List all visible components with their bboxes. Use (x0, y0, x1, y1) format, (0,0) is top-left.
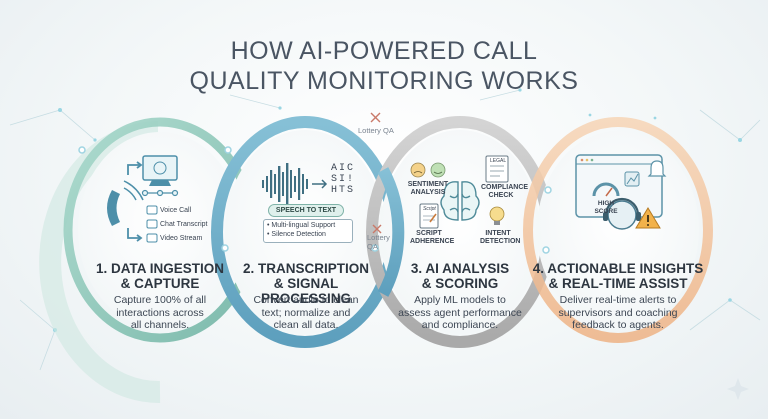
brain-icon (440, 181, 480, 221)
feature-box: • Multi-lingual Support • Silence Detect… (263, 219, 353, 243)
feature-multilingual: • Multi-lingual Support (267, 222, 336, 229)
step-2-icons (262, 163, 328, 205)
watermark-1: Lottery QA (358, 126, 394, 135)
flow-arrow-icon (127, 161, 143, 242)
lightbulb-icon (489, 206, 505, 225)
speech-to-text-badge: SPEECH TO TEXT (268, 204, 344, 217)
script-document-icon (419, 203, 439, 229)
step-4-icons (575, 154, 667, 230)
background-dots (53, 88, 742, 332)
intent-detection-label: INTENT DETECTION (480, 230, 521, 245)
title-line-1: HOW AI-POWERED CALL (230, 37, 538, 65)
step-3-icons (410, 155, 509, 229)
network-icon (141, 189, 179, 197)
step-2-title: 2. TRANSCRIPTION& SIGNAL PROCESSING (242, 261, 369, 306)
sentiment-faces-icon (410, 162, 446, 178)
feature-silence-detection: • Silence Detection (267, 231, 326, 238)
channel-video-stream: Video Stream (160, 235, 203, 242)
watermark-2: Lottery QA (367, 233, 390, 251)
step-3-title: 3. AI ANALYSIS& SCORING (410, 261, 510, 291)
connection-nodes (78, 146, 552, 254)
link-mark-icon (370, 112, 382, 234)
step-1-title: 1. DATA INGESTION& CAPTURE (95, 261, 224, 291)
legal-doc-label: LEGAL (490, 158, 507, 164)
arrow-right-icon (312, 179, 328, 189)
channel-chat-transcript: Chat Transcript (160, 221, 208, 228)
headset-agent-icon (603, 197, 641, 230)
legal-document-icon (485, 155, 509, 183)
bell-icon (647, 160, 667, 177)
ring-link-blue (377, 167, 405, 297)
sparkle-icon (727, 378, 749, 400)
sentiment-analysis-label: SENTIMENT ANALYSIS (407, 181, 449, 196)
computer-icon (142, 155, 178, 186)
warning-icon (635, 207, 661, 229)
title-line-2: QUALITY MONITORING WORKS (189, 67, 579, 95)
script-adherence-label: SCRIPT ADHERENCE (410, 230, 455, 245)
page-title: HOW AI-POWERED CALL QUALITY MONITORING W… (0, 36, 768, 96)
compliance-check-label: COMPLIANCE CHECK (481, 184, 529, 199)
script-doc-label: Script (423, 206, 436, 212)
dashboard-window-icon (575, 154, 663, 218)
step-4-title: 4. ACTIONABLE INSIGHTS& REAL-TIME ASSIST (532, 261, 704, 291)
soundwave-icon (262, 163, 308, 205)
phone-icon (107, 180, 144, 226)
chat-channel-icons (146, 205, 158, 243)
letter-grid: AIC SI! HTS (331, 163, 356, 196)
high-score-label: HIGH SCORE (594, 200, 618, 215)
step-1-icons (107, 155, 179, 243)
channel-voice-call: Voice Call (160, 207, 192, 214)
gauge-icon (592, 182, 620, 197)
